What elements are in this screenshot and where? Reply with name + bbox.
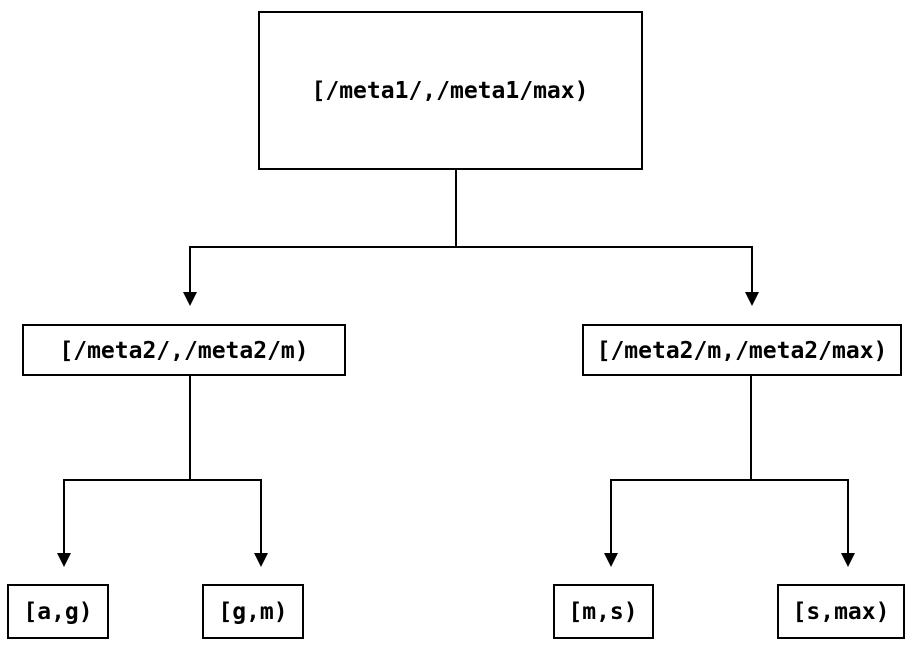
node-box-leaf-gm [202,584,304,639]
arrowhead-to-leaf-ms [604,553,618,567]
node-box-left-interval [22,324,346,376]
node-label-right-interval: [/meta2/m,/meta2/max) [597,338,888,364]
connector-root-rail [189,246,753,293]
connector-right-rail [610,479,849,553]
arrowhead-to-right-interval [745,292,759,306]
arrowhead-to-leaf-gm [254,553,268,567]
node-label-root: [/meta1/,/meta1/max) [312,78,589,104]
arrowhead-to-left-interval [183,292,197,306]
node-label-leaf-smax: [s,max) [793,599,890,625]
node-label-leaf-ms: [m,s) [568,599,637,625]
node-box-leaf-ms [553,584,654,639]
connector-left-rail [63,479,262,553]
node-box-leaf-ag [7,584,109,639]
arrowhead-to-leaf-ag [57,553,71,567]
node-box-root [258,11,643,170]
node-label-leaf-ag: [a,g) [23,599,92,625]
arrowhead-to-leaf-smax [841,553,855,567]
node-label-leaf-gm: [g,m) [218,599,287,625]
node-box-right-interval [582,324,902,376]
node-box-leaf-smax [777,584,905,639]
node-label-left-interval: [/meta2/,/meta2/m) [59,338,308,364]
